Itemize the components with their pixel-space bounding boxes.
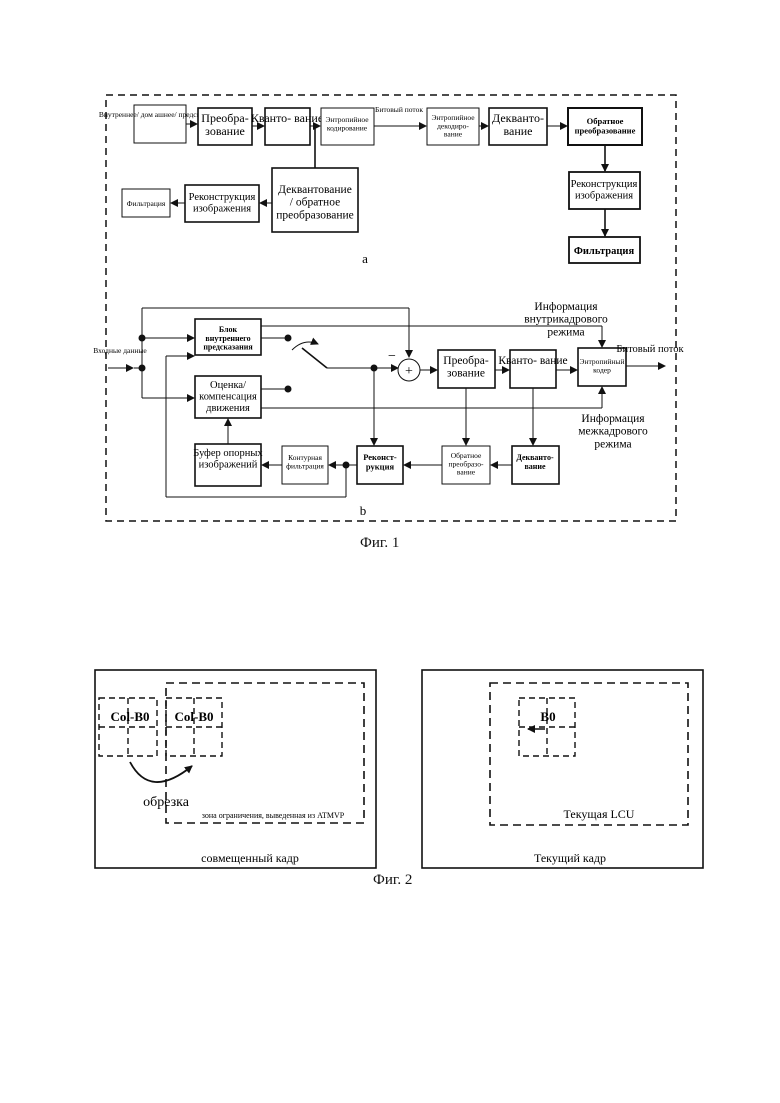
atmvp-zone-text: зона ограничения, выведенная из ATMVP — [202, 811, 345, 820]
crop-text: обрезка — [143, 795, 190, 810]
b-intra-info-text: Информациявнутрикадровогорежима — [524, 301, 608, 338]
b-loopfilter-text: Контурнаяфильтрация — [286, 453, 324, 470]
b-quant-text: Кванто- вание — [498, 355, 567, 367]
fig2-right-panel: B0 Текущая LCU Текущий кадр — [422, 670, 703, 868]
current-frame-text: Текущий кадр — [534, 851, 606, 865]
fig2-caption: Фиг. 2 — [373, 872, 412, 889]
a-filter-right-text: Фильтрация — [574, 246, 635, 257]
a-recon-right-text: Реконструкцияизображения — [571, 179, 638, 202]
crop-arrow — [130, 762, 192, 782]
fig2-left-panel: Col-B0 Col-B0 обрезка зона ограничения, … — [95, 670, 376, 868]
a-quant-text: Кванто- вание — [251, 111, 323, 125]
atmvp-zone-box — [166, 683, 364, 823]
fig1a-diagram: Внутреннее/ дом ашнее/ предсказание Прео… — [99, 105, 642, 266]
a-label: a — [362, 251, 368, 266]
a-entropy-text: Энтропийноекодирование — [325, 115, 369, 132]
collocated-frame-text: совмещенный кадр — [201, 851, 299, 865]
a-transform-text: Преобра-зование — [201, 111, 248, 138]
a-recon-left-text: Реконструкцияизображения — [189, 192, 256, 215]
fig1b-diagram: Входные данные Блоквнутреннегопредсказан… — [93, 301, 684, 518]
fig1-caption: Фиг. 1 — [360, 535, 399, 552]
b-buffer-text: Буфер опорныхизображений — [193, 448, 263, 471]
a-filter-left-text: Фильтрация — [127, 199, 166, 208]
b-transform-text: Преобра-зование — [443, 355, 489, 380]
current-lcu-text: Текущая LCU — [564, 807, 635, 821]
b0-text: B0 — [540, 709, 555, 724]
col-b0-left-text: Col-B0 — [111, 709, 150, 724]
b-bitstream-text: Битовый поток — [616, 344, 684, 355]
b-input-text: Входные данные — [93, 346, 147, 355]
b-minus-text: − — [388, 349, 396, 364]
b-label: b — [360, 503, 367, 518]
b-recon-text: Реконст-рукция — [363, 452, 397, 471]
col-b0-right-text: Col-B0 — [175, 709, 214, 724]
current-frame-box — [422, 670, 703, 868]
b-inter-info-text: Информациямежкадровогорежима — [578, 413, 648, 450]
b-plus-text: + — [405, 364, 413, 379]
collocated-frame-box — [95, 670, 376, 868]
a-bitstream-text: Битовый поток — [375, 105, 423, 114]
